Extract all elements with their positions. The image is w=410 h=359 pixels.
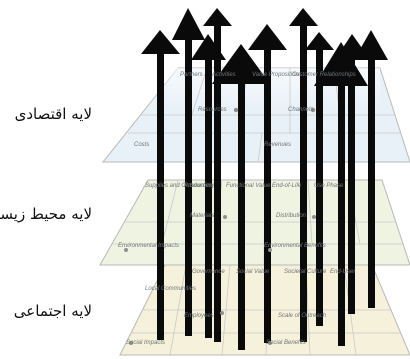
economic-cell-label: Customer Relationships bbox=[292, 72, 356, 78]
environmental-cell-label: Functional Value bbox=[226, 183, 271, 189]
environmental-cell-label: Materials bbox=[190, 213, 215, 219]
economic-cell-label: Costs bbox=[134, 142, 150, 148]
environmental-cell-label: End-of-Life bbox=[272, 183, 302, 189]
social-cell-label: Social Impacts bbox=[126, 340, 166, 346]
economic-cell-label: Partners bbox=[180, 72, 203, 78]
social-cell-label: Societal Culture bbox=[284, 269, 327, 275]
social-layer-label: لایه اجتماعی bbox=[13, 302, 92, 320]
economic-cell-label: Revenues bbox=[264, 142, 292, 148]
environmental-cell-label: Environmental Benefits bbox=[264, 243, 326, 249]
economic-layer-label: لایه اقتصادی bbox=[14, 105, 92, 123]
social-cell-label: End-User bbox=[330, 269, 356, 275]
environmental-cell-label: Environmental Impacts bbox=[118, 243, 180, 249]
social-cell-label: Governance bbox=[192, 269, 225, 275]
social-cell-label: Local Communities bbox=[145, 286, 197, 292]
environmental-cell-label: Supplies and Outsourcing bbox=[145, 183, 214, 189]
environmental-layer-plane bbox=[99, 179, 410, 266]
environmental-cell-label: Distribution bbox=[276, 213, 307, 219]
environmental-cell-label: Use Phase bbox=[314, 183, 344, 189]
economic-cell-label: Resources bbox=[198, 107, 227, 113]
economic-cell-label: Channels bbox=[288, 107, 314, 113]
social-cell-label: Social Benefits bbox=[266, 340, 306, 346]
economic-cell-label: Value Proposition bbox=[252, 72, 299, 78]
social-cell-label: Scale of Outreach bbox=[278, 313, 327, 319]
arrowheads bbox=[141, 8, 388, 86]
social-cell-label: Employees bbox=[184, 313, 214, 319]
economic-cell-label: Activities bbox=[212, 72, 236, 78]
social-cell-label: Social Value bbox=[236, 269, 270, 275]
environmental-layer-label: لایه محیط زیستی bbox=[0, 205, 92, 223]
environmental-cell-label: Production bbox=[184, 183, 213, 189]
linking-arrows bbox=[157, 24, 375, 350]
cell-icons bbox=[124, 107, 316, 345]
